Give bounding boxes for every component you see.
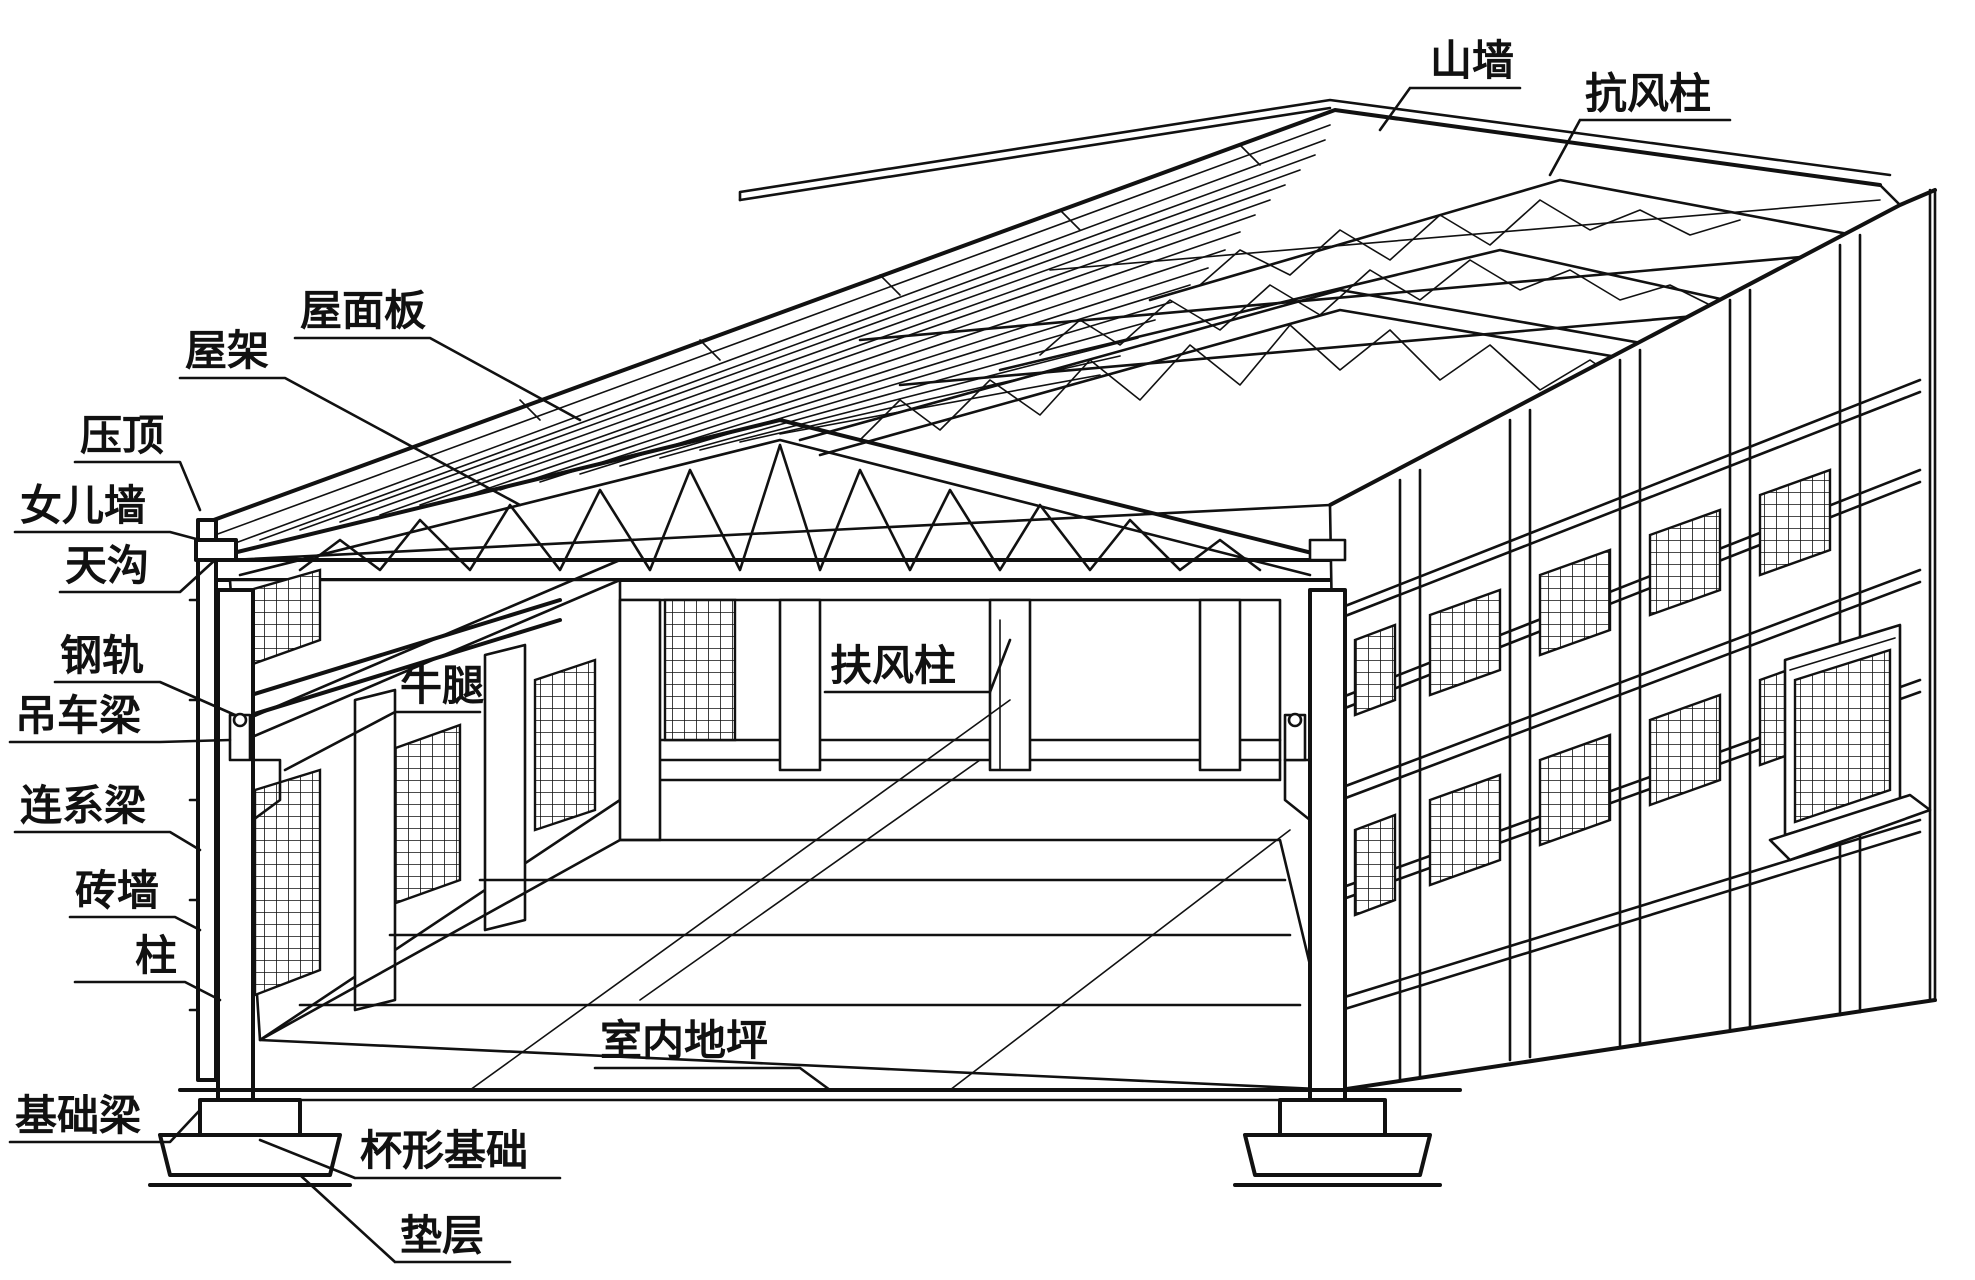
- label-dian-ceng: 垫层: [400, 1211, 484, 1260]
- gable-wall: [1328, 188, 1937, 1092]
- interior-floor: [258, 699, 1342, 1092]
- label-bei-xing-ji-chu: 杯形基础: [360, 1126, 528, 1175]
- label-shan-qiang: 山墙: [1430, 36, 1514, 85]
- interior-left-wall: [228, 558, 737, 1042]
- label-shi-nei-di-ping: 室内地坪: [600, 1016, 768, 1065]
- labels: 山墙 抗风柱 屋面板 屋架 压顶 女儿墙 天沟 钢轨 吊车梁 牛腿 扶风柱 连系…: [8, 36, 1732, 1264]
- label-niu-tui: 牛腿: [400, 661, 484, 710]
- label-wu-mian-ban: 屋面板: [300, 286, 426, 335]
- label-nv-er-qiang: 女儿墙: [20, 481, 146, 530]
- label-gang-gui: 钢轨: [60, 631, 144, 680]
- label-kang-feng-zhu: 抗风柱: [1585, 69, 1711, 118]
- label-lian-xi-liang: 连系梁: [20, 781, 146, 830]
- roof-panels: [198, 98, 1902, 562]
- label-zhuan-qiang: 砖墙: [75, 866, 159, 915]
- label-tian-gou: 天沟: [65, 541, 149, 590]
- label-wu-jia: 屋架: [185, 326, 269, 375]
- label-diao-che-liang: 吊车梁: [15, 691, 141, 740]
- label-zhu: 柱: [135, 931, 177, 980]
- label-ji-chu-liang: 基础梁: [15, 1091, 141, 1140]
- label-fu-feng-zhu: 扶风柱: [830, 641, 956, 690]
- label-ya-ding: 压顶: [80, 411, 164, 460]
- front-section: [148, 518, 1462, 1187]
